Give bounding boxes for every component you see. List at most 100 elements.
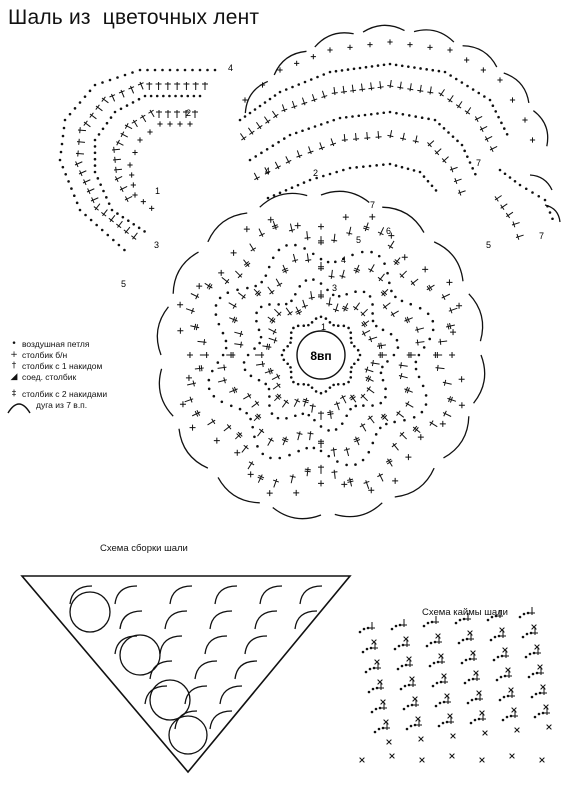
- stitch-mark: [489, 145, 498, 153]
- plus-mark: [177, 301, 184, 308]
- chain-dot: [337, 294, 341, 298]
- plus-mark: [147, 129, 153, 135]
- chain-dot: [319, 425, 323, 428]
- chain-dot: [422, 175, 426, 178]
- chain-arc: [529, 174, 553, 191]
- stitch-mark: [474, 115, 483, 123]
- plus-mark: [140, 199, 146, 205]
- chain-dot: [407, 114, 411, 117]
- chain-dot: [364, 65, 368, 69]
- chain-dot: [198, 68, 202, 72]
- chain-dot: [383, 262, 386, 265]
- chain-dot: [362, 165, 365, 168]
- plus-mark: [137, 137, 143, 143]
- chain-dot: [456, 139, 459, 143]
- chain-dot: [322, 73, 326, 76]
- stitch-mark: [406, 352, 416, 358]
- chain-dot: [379, 426, 382, 430]
- stitch-mark: [301, 97, 308, 106]
- x-mark: [383, 719, 389, 725]
- chain-arc: [473, 354, 486, 404]
- stitch-mark: [275, 278, 283, 287]
- chain-dot: [399, 687, 403, 691]
- chain-dot: [328, 70, 332, 74]
- chain-dot: [176, 68, 179, 72]
- chain-dot: [366, 626, 370, 630]
- stitch-mark: [384, 722, 390, 730]
- chain-dot: [355, 166, 358, 169]
- chain-dot: [499, 675, 503, 679]
- chain-dot: [286, 362, 289, 366]
- chain-dot: [434, 704, 438, 708]
- stitch-mark: [301, 299, 308, 309]
- right-round-7: 7: [539, 231, 544, 241]
- plus-mark: [243, 226, 250, 233]
- chain-dot: [424, 403, 428, 406]
- stitch-mark: [327, 409, 334, 419]
- stitch-mark: [509, 690, 515, 698]
- stitch-mark: [318, 439, 324, 449]
- chain-dot: [305, 446, 308, 450]
- chain-dot: [214, 304, 218, 307]
- chain-dot: [497, 634, 501, 638]
- stitch-mark: [223, 424, 232, 432]
- chain-dot: [381, 378, 385, 382]
- x-mark: [438, 653, 444, 659]
- chain-dot: [425, 68, 428, 71]
- chain-dot: [498, 698, 502, 702]
- slip-stitch-icon: ◢: [10, 372, 18, 382]
- stitch-mark: [77, 127, 87, 134]
- plus-icon: +: [10, 350, 18, 360]
- chain-dot: [474, 172, 477, 176]
- legend-label: воздушная петля: [22, 339, 90, 349]
- chain-dot: [403, 684, 407, 688]
- chain-dot: [278, 456, 282, 460]
- stitch-mark: [285, 156, 292, 164]
- chain-dot: [496, 655, 500, 659]
- stitch-mark: [309, 403, 316, 413]
- chain-dot: [289, 341, 292, 344]
- chain-dot: [368, 295, 372, 298]
- chain-dot: [296, 382, 300, 386]
- stitch-mark: [240, 133, 247, 141]
- x-mark: [499, 627, 505, 633]
- stitch-mark: [318, 410, 324, 420]
- chain-dot: [346, 68, 350, 71]
- chain-dot: [162, 94, 165, 98]
- chain-dot: [311, 252, 315, 256]
- chain-dot: [409, 302, 413, 306]
- chain-dot: [260, 151, 263, 155]
- stitch-mark: [366, 386, 375, 394]
- legend-arc: дуга из 7 в.п.: [6, 401, 107, 417]
- plus-mark: [132, 149, 138, 156]
- stitch-mark: [128, 85, 135, 94]
- stitch-mark: [377, 81, 384, 90]
- chain-dot: [296, 183, 300, 187]
- chain-dot: [414, 367, 418, 371]
- chain-dot: [400, 165, 404, 169]
- chain-dot: [248, 158, 252, 162]
- stitch-mark: [304, 231, 311, 241]
- chain-arc: [394, 467, 435, 498]
- chain-dot: [218, 296, 222, 300]
- chain-dot: [260, 280, 263, 284]
- stitch-mark: [318, 236, 324, 246]
- chain-dot: [143, 230, 146, 233]
- chain-dot: [131, 101, 135, 104]
- stitch-mark: [267, 316, 276, 324]
- chain-dot: [429, 641, 433, 645]
- chain-dot: [385, 422, 388, 426]
- chain-dot: [503, 674, 507, 678]
- stitch-mark: [131, 232, 138, 240]
- chain-dot: [530, 695, 534, 699]
- stitch-mark: [264, 116, 271, 124]
- x-mark: [470, 650, 476, 656]
- chain-dot: [270, 412, 274, 415]
- stitch-mark: [124, 195, 133, 203]
- chain-dot: [93, 151, 97, 155]
- chain-dot: [292, 326, 295, 330]
- chain-dot: [474, 697, 478, 701]
- chain-dot: [307, 323, 310, 327]
- chart-art: [20, 24, 561, 774]
- plus-mark: [458, 376, 465, 383]
